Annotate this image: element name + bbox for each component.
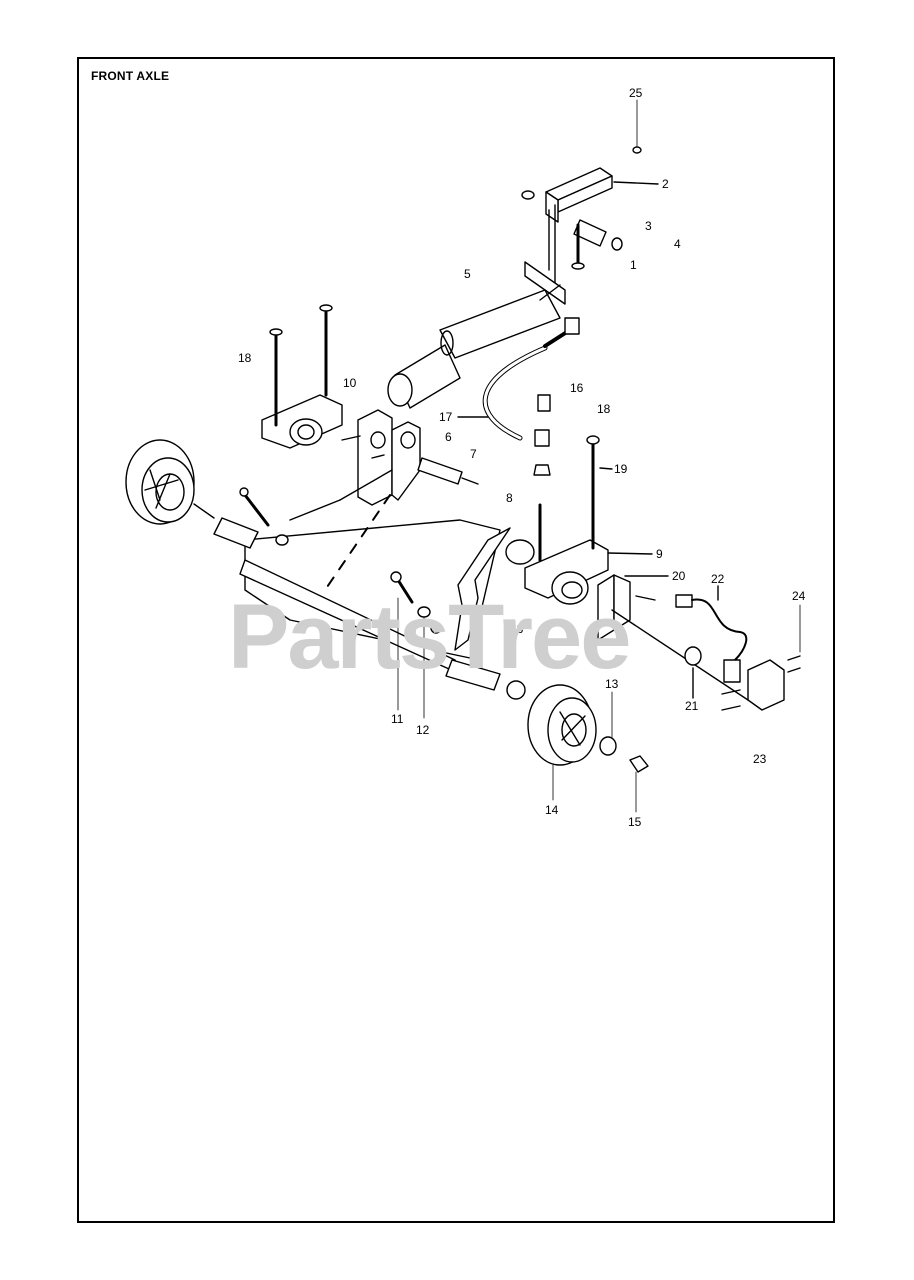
pillow-block-part-9 bbox=[524, 435, 653, 605]
bolt-part-11 bbox=[390, 571, 414, 711]
right-wheel-part-14 bbox=[527, 684, 597, 801]
left-wheel bbox=[125, 439, 259, 549]
pin-part-6 bbox=[417, 457, 479, 485]
diagram-frame bbox=[77, 57, 835, 1223]
pillow-block-part-10 bbox=[261, 304, 343, 449]
watermark: PartsTree bbox=[228, 586, 631, 688]
dashed-guide-line bbox=[324, 494, 391, 591]
steering-arm-part-8 bbox=[454, 503, 542, 651]
callout-11: 11 bbox=[391, 712, 404, 726]
callout-19: 19 bbox=[614, 462, 628, 476]
callout-12: 12 bbox=[416, 723, 430, 737]
nut-part-12 bbox=[417, 606, 442, 719]
callout-8: 8 bbox=[506, 491, 513, 505]
callout-24: 24 bbox=[792, 589, 806, 603]
callout-5: 5 bbox=[464, 267, 471, 281]
callout-10: 10 bbox=[343, 376, 357, 390]
bolt-left bbox=[239, 487, 289, 546]
hydraulic-cylinder-part-5 bbox=[387, 261, 566, 409]
bracket-part-20 bbox=[597, 574, 669, 641]
callout-14: 14 bbox=[545, 803, 559, 817]
bracket-part-2 bbox=[521, 167, 659, 286]
callout-23: 23 bbox=[753, 752, 767, 766]
callout-labels: 25 2 3 4 1 5 18 10 16 17 18 6 7 19 8 9 2… bbox=[238, 86, 806, 829]
callout-4: 4 bbox=[674, 237, 681, 251]
bolt-part-25 bbox=[632, 99, 642, 154]
callout-21: 21 bbox=[685, 699, 699, 713]
center-mount-bracket bbox=[341, 409, 421, 506]
spacer-part-21 bbox=[684, 646, 702, 699]
callout-2: 2 bbox=[662, 177, 669, 191]
callout-13-lower: 13 bbox=[605, 677, 619, 691]
washer-part-13 bbox=[599, 691, 617, 756]
fitting-part-18 bbox=[533, 394, 551, 476]
callout-18-left: 18 bbox=[238, 351, 252, 365]
callout-17: 17 bbox=[439, 410, 453, 424]
sensor-part-22 bbox=[675, 585, 748, 661]
switch-part-23 bbox=[721, 604, 801, 711]
link-rod bbox=[611, 609, 749, 701]
callout-3: 3 bbox=[645, 219, 652, 233]
callout-6: 6 bbox=[445, 430, 452, 444]
callout-22: 22 bbox=[711, 572, 725, 586]
clip-part-15 bbox=[629, 755, 649, 813]
callout-25: 25 bbox=[629, 86, 643, 100]
callout-20: 20 bbox=[672, 569, 686, 583]
callout-1: 1 bbox=[630, 258, 637, 272]
callout-15: 15 bbox=[628, 815, 642, 829]
callout-13-upper: 13 bbox=[510, 622, 524, 636]
callout-18-right: 18 bbox=[597, 402, 611, 416]
hydraulic-hose-part-17 bbox=[457, 317, 580, 441]
callout-16: 16 bbox=[570, 381, 584, 395]
callout-7: 7 bbox=[470, 447, 477, 461]
pin-part-3 bbox=[571, 219, 623, 270]
callout-9: 9 bbox=[656, 547, 663, 561]
right-spindle bbox=[445, 659, 526, 700]
diagram-title: FRONT AXLE bbox=[91, 69, 170, 83]
